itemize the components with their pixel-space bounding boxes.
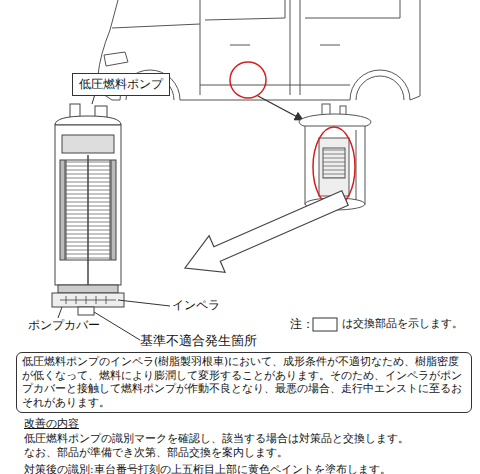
part-name: 低圧燃料ポンプ	[79, 77, 163, 91]
pointer-arrow	[258, 96, 303, 120]
location-circle	[230, 62, 266, 98]
description-box: 低圧燃料ポンプのインペラ(樹脂製羽根車)において、成形条件が不適切なため、樹脂密…	[16, 352, 472, 413]
description-text: 低圧燃料ポンプのインペラ(樹脂製羽根車)において、成形条件が不適切なため、樹脂密…	[22, 355, 462, 408]
body-text: なお、部品が準備でき次第、部品交換を案内します。	[24, 446, 288, 459]
defect-location-label: 基準不適合発生箇所	[140, 333, 257, 349]
note-label: 注：	[290, 317, 314, 331]
part-name-box: 低圧燃料ポンプ	[72, 73, 170, 96]
body-text: 低圧燃料ポンプの識別マークを確認し、該当する場合は対策品と交換します。	[24, 432, 409, 445]
section-heading: 改善の内容	[24, 417, 79, 430]
identification-text: 対策後の識別:車台番号打刻の上五桁目上部に黄色ペイントを塗布します。	[24, 463, 391, 474]
low-pressure-pump	[52, 104, 124, 315]
leader-line	[58, 307, 62, 318]
leader-line	[118, 300, 170, 306]
leader-line	[94, 312, 140, 340]
note-label: は交換部品を示します。	[342, 317, 463, 330]
part-label: インペラ	[172, 298, 220, 312]
legend-symbol	[313, 318, 337, 331]
big-arrow	[185, 191, 348, 273]
part-label: ポンプカバー	[28, 318, 100, 332]
